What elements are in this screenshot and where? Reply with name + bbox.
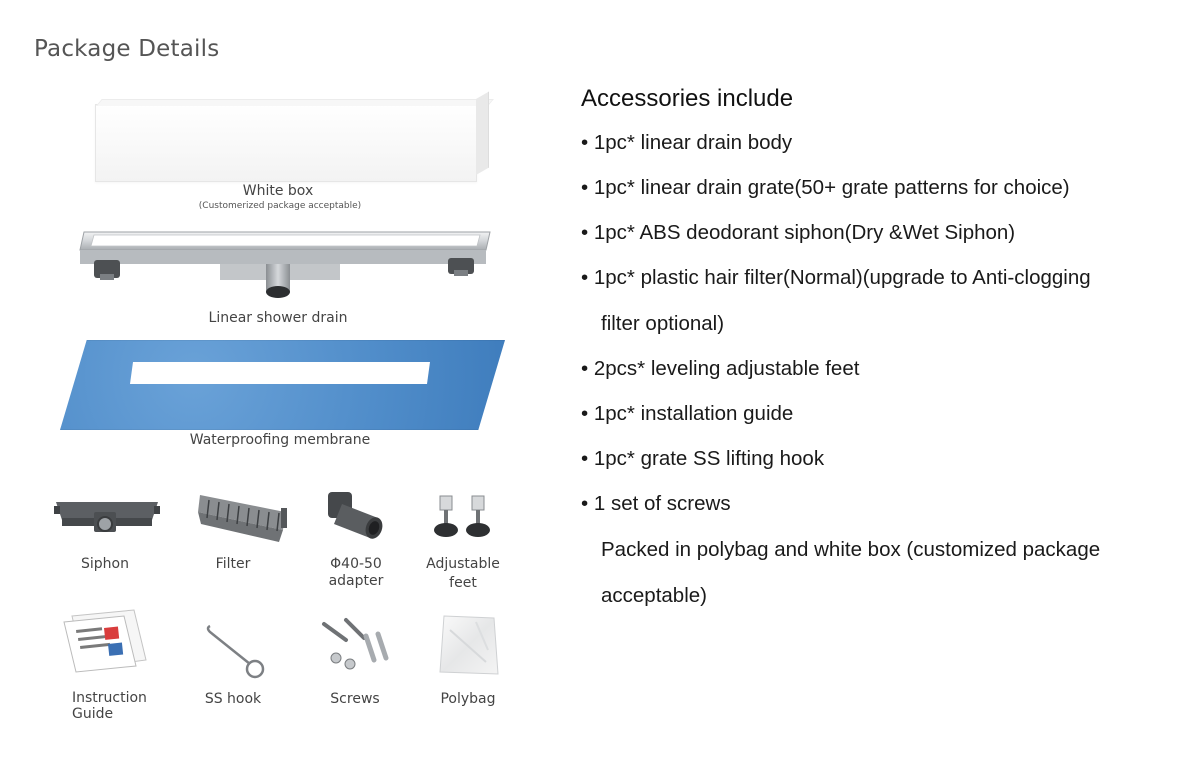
accessories-title: Accessories include: [581, 85, 794, 112]
ss-hook-label: SS hook: [204, 691, 262, 707]
filter-image: [198, 495, 287, 542]
page-title: Package Details: [34, 36, 220, 62]
polybag-image: [439, 615, 499, 675]
membrane-slot: [130, 362, 430, 384]
ss-hook-image: [206, 624, 265, 679]
white-box-sublabel: (Customerized package acceptable): [198, 201, 362, 211]
accessory-line: • 1pc* installation guide: [581, 402, 794, 425]
instruction-guide-image: [63, 609, 147, 673]
linear-drain-label: Linear shower drain: [208, 310, 348, 326]
siphon-image: [54, 502, 160, 532]
accessory-line: filter optional): [601, 312, 725, 335]
adjustable-feet-label-line2: feet: [449, 575, 477, 591]
adapter-label-line2: adapter: [328, 573, 384, 589]
membrane-image: [60, 340, 505, 430]
white-box-image: [95, 104, 477, 182]
accessory-line: • 1pc* grate SS lifting hook: [581, 447, 825, 470]
white-box-label: White box: [242, 183, 314, 199]
siphon-label: Siphon: [81, 556, 129, 572]
accessory-line: Packed in polybag and white box (customi…: [601, 538, 1101, 561]
adapter-label-line1: Φ40-50: [330, 556, 382, 572]
accessory-line: • 1pc* ABS deodorant siphon(Dry &Wet Sip…: [581, 221, 1016, 244]
accessory-line: • 1pc* linear drain grate(50+ grate patt…: [581, 176, 1070, 199]
instruction-guide-label-line2: Guide: [72, 706, 114, 722]
linear-drain-image: [79, 231, 491, 298]
adjustable-feet-label-line1: Adjustable: [426, 556, 500, 572]
adapter-image: [328, 492, 383, 539]
accessory-line: • 1pc* plastic hair filter(Normal)(upgra…: [581, 266, 1091, 289]
accessory-line: • 1pc* linear drain body: [581, 131, 793, 154]
membrane-label: Waterproofing membrane: [189, 432, 371, 448]
adjustable-feet-image: [434, 495, 490, 537]
polybag-label: Polybag: [440, 691, 496, 707]
accessory-line: acceptable): [601, 584, 707, 607]
screws-label: Screws: [330, 691, 380, 707]
instruction-guide-label-line1: Instruction: [72, 690, 147, 706]
screws-image: [322, 618, 389, 670]
accessory-line: • 2pcs* leveling adjustable feet: [581, 357, 860, 380]
accessory-line: • 1 set of screws: [581, 492, 731, 515]
filter-label: Filter: [215, 556, 251, 572]
